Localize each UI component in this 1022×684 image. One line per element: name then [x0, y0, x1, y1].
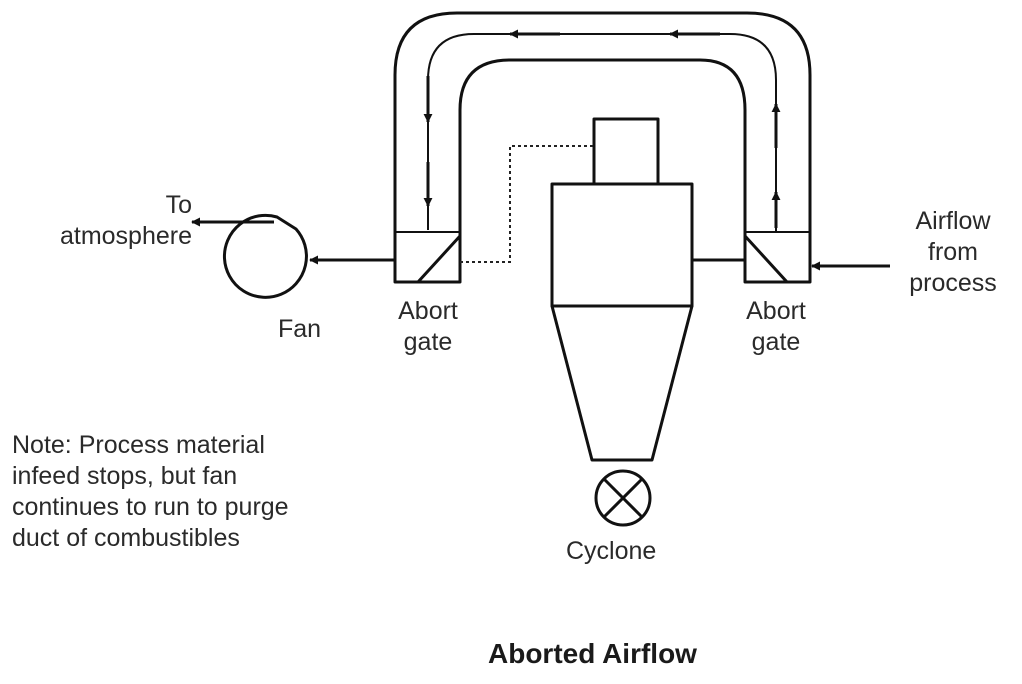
abort-gate-right-label: Abort gate: [726, 296, 826, 358]
rotary-valve-icon: [594, 469, 652, 527]
duct-flow-path: [427, 33, 777, 232]
fan-label: Fan: [278, 315, 322, 343]
control-line: [460, 145, 594, 263]
diagram-title: Aborted Airflow: [488, 638, 697, 669]
abort-gate-left-line-2: gate: [403, 328, 453, 356]
note-text: Note: Process material infeed stops, but…: [12, 430, 289, 554]
abort-gate-right: [743, 231, 812, 284]
note-line-1: Note: Process material: [12, 431, 265, 459]
abort-gate-right-line-1: Abort: [746, 297, 806, 325]
to-atmosphere-line-2: atmosphere: [59, 222, 192, 250]
airflow-line-1: Airflow: [915, 207, 991, 235]
to-atmosphere-label: To atmosphere: [12, 190, 192, 252]
abort-gate-left-line-1: Abort: [398, 297, 458, 325]
cyclone-label: Cyclone: [566, 537, 657, 565]
to-atmosphere-line-1: To: [165, 191, 192, 219]
duct-inner-wall: [458, 58, 747, 232]
note-line-3: continues to run to purge: [12, 493, 289, 521]
airflow-line-3: process: [909, 269, 997, 297]
abort-gate-right-line-2: gate: [751, 328, 801, 356]
abort-gate-left-label: Abort gate: [378, 296, 478, 358]
abort-gate-left: [393, 231, 462, 284]
airflow-line-2: from: [928, 238, 978, 266]
airflow-from-process-label: Airflow from process: [888, 206, 1018, 299]
note-line-4: duct of combustibles: [12, 524, 240, 552]
duct-outer-wall: [393, 11, 812, 232]
fan-icon: [223, 213, 308, 299]
cyclone: [550, 117, 694, 462]
note-line-2: infeed stops, but fan: [12, 462, 238, 490]
